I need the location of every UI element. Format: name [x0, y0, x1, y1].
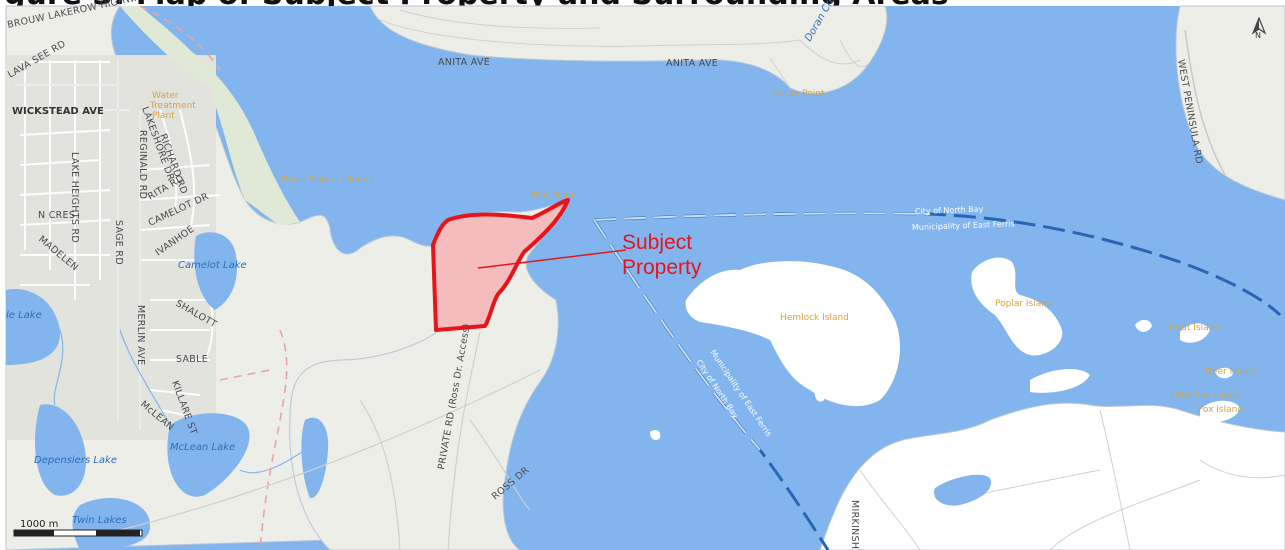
label-reginald: REGINALD RD [137, 130, 148, 199]
camelot-lake [194, 232, 238, 310]
southeast-pond [934, 474, 991, 506]
scale-label: 1000 m [20, 519, 58, 530]
page-title: gure 3: Map of Subject Property and Surr… [4, 0, 949, 10]
label-water-treatment-2: Treatment [149, 101, 196, 111]
depensiers-lake [35, 404, 86, 496]
poplar-island [971, 257, 1063, 356]
label-trout: Trout Island [1167, 323, 1220, 333]
green-belt [120, 6, 300, 226]
label-anita-east: ANITA AVE [666, 58, 718, 69]
scale-bar: 1000 m [13, 519, 143, 537]
annotation-property: Property [622, 256, 702, 279]
label-water-treatment-3: Plant [152, 111, 175, 121]
deer-island [1215, 367, 1233, 379]
urban-area [6, 55, 216, 440]
label-left-lake: le Lake [6, 310, 42, 321]
small-islet-b [650, 430, 661, 440]
south-roads [119, 331, 541, 550]
label-three-sisters: Three Sisters Islands [279, 175, 374, 185]
label-poplar: Poplar Island [995, 299, 1053, 309]
label-mclean-lake: McLean Lake [170, 442, 235, 453]
label-depensiers: Depensiers Lake [34, 455, 117, 466]
north-arrow-label: N [1255, 31, 1261, 40]
left-lake [6, 289, 61, 365]
label-pilot-point: Pilot Point [530, 191, 575, 201]
boundary-north-hl [593, 212, 931, 221]
reef-island [1030, 368, 1090, 393]
twin-lakes [72, 497, 151, 550]
boundary-diagonal-hl [593, 219, 761, 451]
label-boundary-north-1: City of North Bay [915, 205, 984, 216]
label-fox: Fox Island [1198, 405, 1243, 415]
label-camelot-lake: Camelot Lake [178, 260, 247, 271]
small-islet-a [1135, 319, 1152, 332]
small-islet-c [814, 390, 825, 402]
label-sage: SAGE RD [113, 220, 124, 265]
north-arrow-icon [1251, 17, 1267, 35]
trout-island [1180, 323, 1210, 343]
mclean-lake [167, 413, 250, 497]
small-pond [301, 417, 329, 499]
annotation-subject: Subject [622, 231, 692, 254]
label-mirkinshi: MIRKINSHI RD [849, 500, 860, 550]
label-merlin: MERLIN AVE [135, 305, 146, 365]
label-deer: Deer Island [1205, 367, 1256, 377]
label-sable: SABLE [176, 354, 208, 365]
urban-street-outline [15, 60, 141, 430]
label-doran-point: Doran Point [772, 89, 825, 99]
label-little-fox: Little Fox Island [1170, 391, 1241, 401]
label-crescent: N CRES [38, 210, 75, 221]
north-shore-streets [379, 9, 871, 89]
label-anita-west: ANITA AVE [438, 57, 490, 68]
label-lake-heights: LAKE HEIGHTS RD [69, 152, 80, 243]
fox-island [1200, 400, 1240, 423]
label-wickstead: WICKSTEAD AVE [12, 106, 104, 117]
annotation-leader-line [477, 249, 627, 269]
trail-paths [139, 5, 288, 550]
label-water-treatment-1: Water [152, 91, 179, 101]
northeast-land [1175, 5, 1285, 201]
label-boundary-north-2: Municipality of East Ferris [912, 219, 1015, 232]
hemlock-island [685, 261, 900, 407]
label-hemlock: Hemlock Island [780, 313, 849, 323]
northeast-road [1184, 29, 1226, 176]
label-twin-lakes: Twin Lakes [72, 515, 127, 526]
